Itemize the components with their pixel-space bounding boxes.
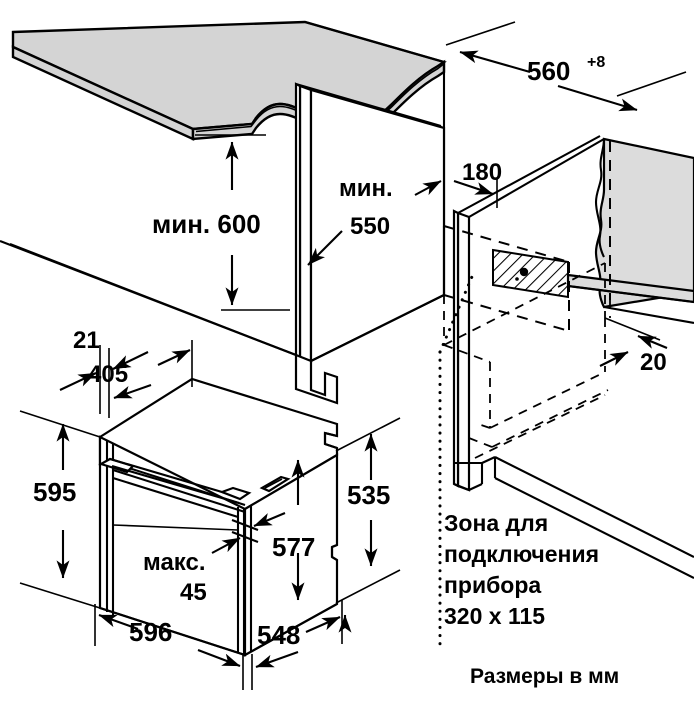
dimension-label-min-600: мин. 600 xyxy=(152,209,261,239)
dimension-label-min-550-line1: мин. xyxy=(339,175,393,202)
dimension-oven-body-height-535: 535 xyxy=(335,417,401,604)
dimension-oven-body-depth-577: 577 xyxy=(272,459,315,601)
dimension-label-min-550-line2: 550 xyxy=(350,213,390,240)
dimension-label-560-tolerance: +8 xyxy=(587,54,605,71)
dimension-label-max-45-line2: 45 xyxy=(180,579,207,606)
units-note: Размеры в мм xyxy=(470,665,619,688)
dimension-label-560: 560 xyxy=(527,56,570,86)
oven-appliance-drawing xyxy=(98,377,339,657)
connection-zone-note: Зона для подключения прибора 320 х 115 xyxy=(444,510,599,629)
dimension-min-height-600: мин. 600 xyxy=(152,134,290,311)
connection-zone-hatched-area xyxy=(492,248,569,299)
dimension-label-405: 405 xyxy=(88,361,128,388)
connection-zone-line-3: прибора xyxy=(444,572,541,598)
dimension-label-180: 180 xyxy=(462,159,502,186)
dimension-oven-depth-548: 548 xyxy=(251,600,352,690)
dimension-label-548: 548 xyxy=(257,620,300,650)
cabinet-niche-structure xyxy=(0,20,694,650)
dimension-label-max-45-line1: макс. xyxy=(143,549,206,576)
dimension-label-595: 595 xyxy=(33,477,76,507)
connection-zone-line-2: подключения xyxy=(444,541,599,567)
dimension-label-596: 596 xyxy=(129,617,172,647)
dimension-label-577: 577 xyxy=(272,532,315,562)
dimension-label-20: 20 xyxy=(640,349,667,376)
hidden-outline-dashes xyxy=(443,141,611,459)
connection-zone-line-1: Зона для xyxy=(444,510,548,536)
dimension-rear-gap-20: 20 xyxy=(599,317,668,376)
dimension-panel-depth-405: 405 xyxy=(88,340,193,399)
dimension-niche-width-560: 560 +8 xyxy=(445,21,687,112)
dimension-oven-height-595: 595 xyxy=(19,410,101,609)
dimension-min-depth-550: мин. 550 xyxy=(307,175,393,266)
units-note-label: Размеры в мм xyxy=(470,665,619,688)
dimension-overhang-21: 21 xyxy=(59,327,149,418)
dimension-label-535: 535 xyxy=(347,480,390,510)
dimension-door-gap-max-45: макс. 45 xyxy=(143,512,286,606)
connection-zone-line-4: 320 х 115 xyxy=(444,603,545,629)
dimension-oven-width-596: 596 xyxy=(94,604,244,690)
dimension-shelf-offset-180: 180 xyxy=(414,150,502,208)
dimension-label-21: 21 xyxy=(73,327,100,354)
